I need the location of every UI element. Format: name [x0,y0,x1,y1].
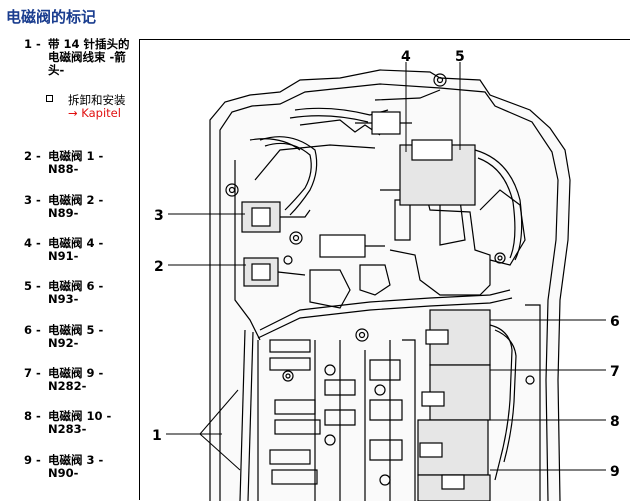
legend-text: 电磁阀 10 - N283- [48,409,112,436]
kapitel-link[interactable]: → Kapitel [68,106,121,120]
legend-number: 1 - [24,37,41,51]
legend-number: 9 - [24,453,41,467]
callout-7: 7 [610,364,620,380]
legend-text: 电磁阀 9 - N282- [48,366,104,393]
legend-text: 电磁阀 1 - N88- [48,149,104,176]
legend-number: 2 - [24,149,41,163]
legend-number: 4 - [24,236,41,250]
legend-text: 电磁阀 4 - N91- [48,236,104,263]
page-title: 电磁阀的标记 [6,8,97,26]
callout-8: 8 [610,414,620,430]
legend-text: 电磁阀 6 - N93- [48,279,104,306]
legend-number: 6 - [24,323,41,337]
legend-text: 电磁阀 5 - N92- [48,323,104,350]
square-bullet-icon [46,95,53,102]
legend-text: 电磁阀 2 - N89- [48,193,104,220]
callout-3: 3 [154,208,164,224]
valve-body-figure: 4 5 3 2 1 6 7 8 9 [139,39,630,501]
callout-1: 1 [152,428,162,444]
sub-item-text: 拆卸和安装 [68,93,126,107]
legend-number: 8 - [24,409,41,423]
callout-9: 9 [610,464,620,480]
callout-5: 5 [455,49,465,65]
valve-body-drawing: 4 5 3 2 1 6 7 8 9 [152,49,620,501]
legend-text: 电磁阀 3 - N90- [48,453,104,480]
callout-6: 6 [610,314,620,330]
legend-number: 7 - [24,366,41,380]
legend-number: 3 - [24,193,41,207]
callout-4: 4 [401,49,411,65]
legend-text: 带 14 针插头的电磁阀线束 -箭头- [48,37,130,77]
legend-number: 5 - [24,279,41,293]
callout-2: 2 [154,259,164,275]
